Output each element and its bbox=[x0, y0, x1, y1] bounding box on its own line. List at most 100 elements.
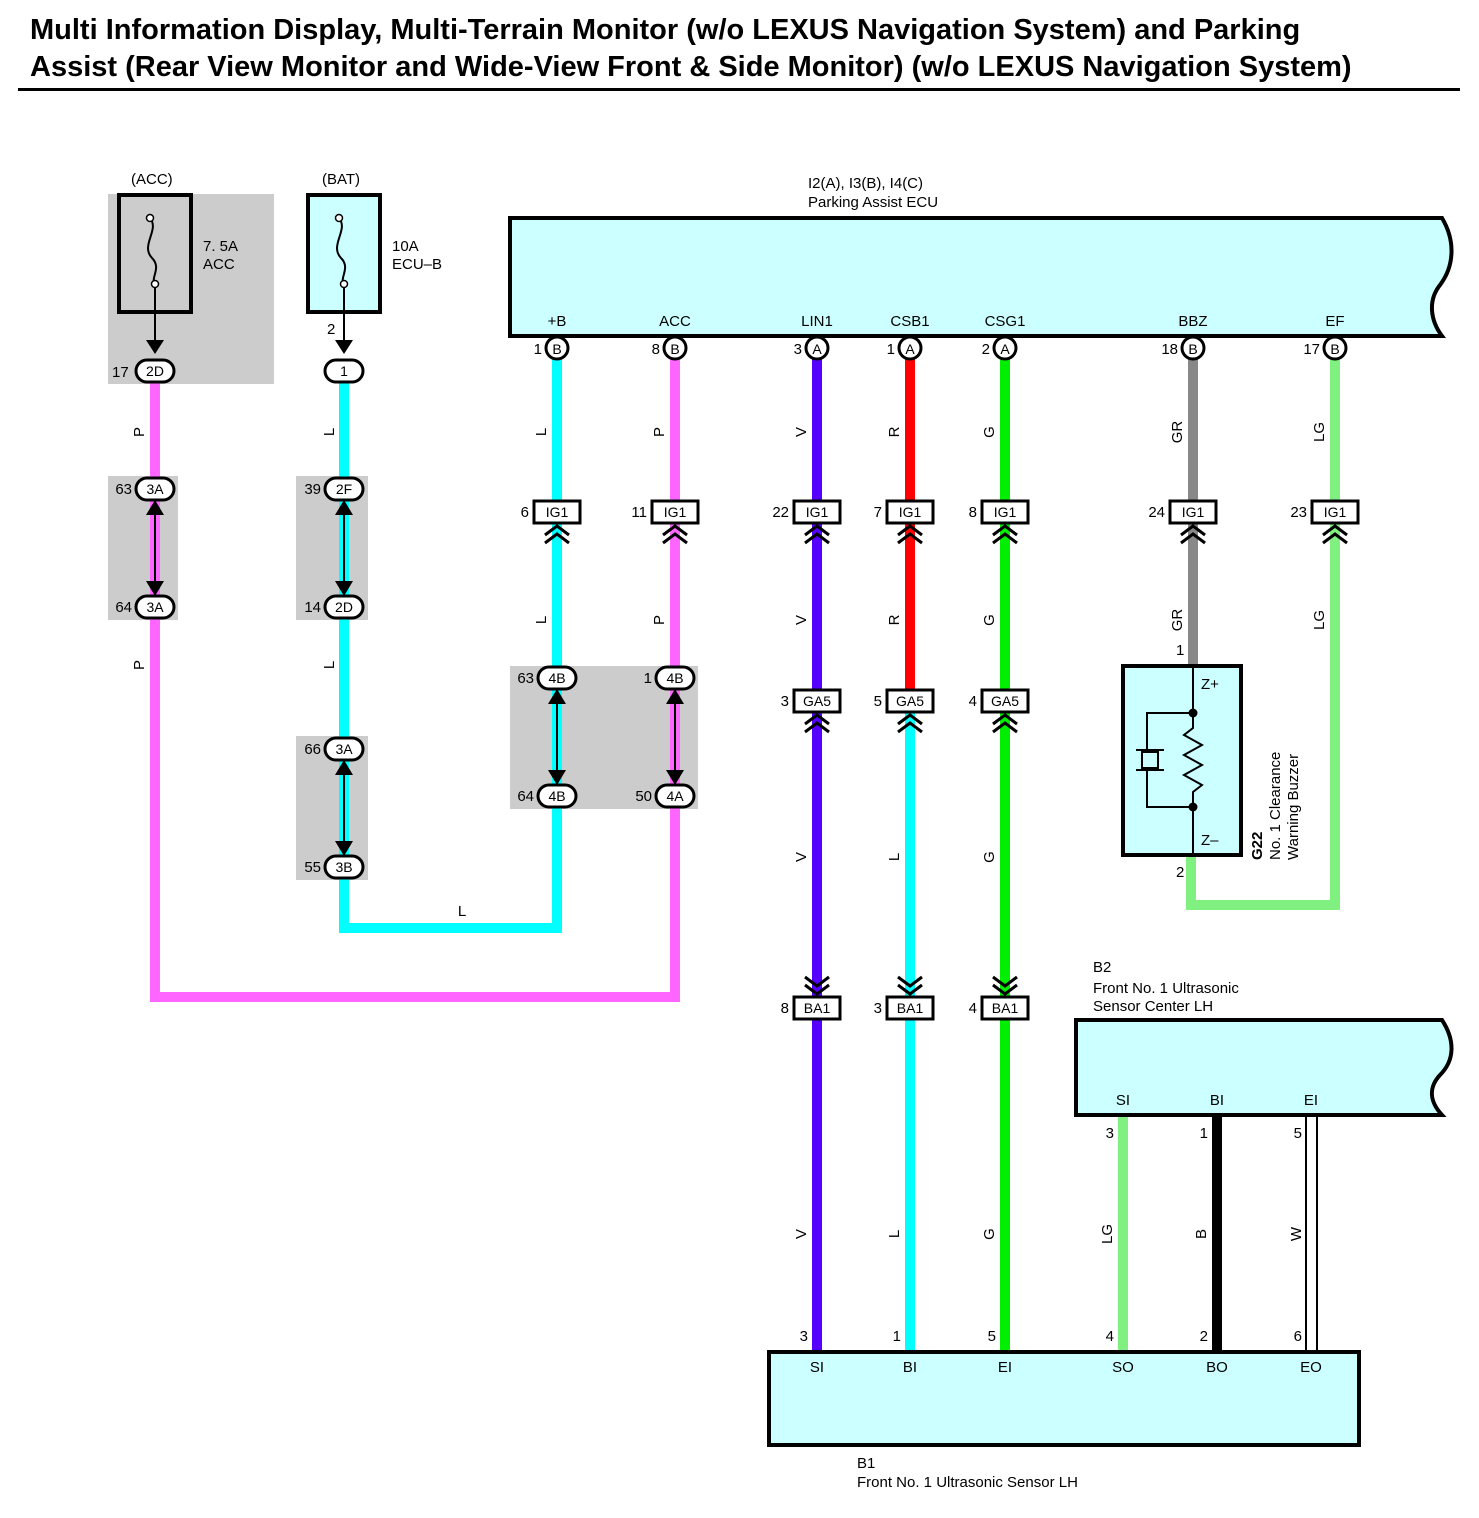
wire-label-v2: V bbox=[793, 615, 810, 625]
fuse-acc-terminal-bottom bbox=[150, 279, 160, 289]
inline-connector-body bbox=[1310, 499, 1360, 525]
chevron-up-icon bbox=[897, 713, 923, 726]
inline-connector-pin: 23 bbox=[1290, 504, 1307, 521]
wire-label-bi_b: B bbox=[1193, 1229, 1210, 1239]
buzzer-resistor-icon bbox=[1181, 713, 1205, 807]
wire-label-lg2: LG bbox=[1311, 610, 1328, 630]
junction-link-arrow-icon bbox=[548, 689, 566, 785]
sensor-b1-terminal-label: SI bbox=[810, 1359, 824, 1376]
ecu-terminal-circle bbox=[544, 335, 570, 361]
inline-connector-body bbox=[792, 499, 842, 525]
fuse-acc-arrow-icon bbox=[146, 340, 164, 354]
sensor-b1-terminal-pin: 5 bbox=[988, 1328, 996, 1345]
junction-pin: 64 bbox=[115, 599, 132, 616]
ecu-terminal-circle bbox=[1322, 335, 1348, 361]
buzzer-node-top bbox=[1188, 708, 1198, 718]
buzzer-box bbox=[1121, 664, 1243, 857]
fuse-acc-header: (ACC) bbox=[131, 171, 173, 188]
wire-ef-lg bbox=[1186, 350, 1340, 910]
junction-code: 4B bbox=[548, 788, 565, 804]
fuse-acc-element-icon bbox=[147, 217, 158, 285]
sensor-b2-terminal-pin: 1 bbox=[1200, 1125, 1208, 1142]
ecu-terminal-circle bbox=[897, 335, 923, 361]
wire-label-p2: P bbox=[131, 660, 148, 670]
inline-connector-pin: 11 bbox=[631, 504, 647, 521]
sensor-b1-terminal-label: BO bbox=[1206, 1359, 1228, 1376]
wire-label-b_l1: L bbox=[533, 428, 550, 436]
wire-label-v4: V bbox=[793, 1229, 810, 1239]
junction-link-head-down bbox=[666, 770, 684, 785]
sensor-b1-terminal-pin: 6 bbox=[1294, 1328, 1302, 1345]
junction-link-arrow-icon bbox=[335, 760, 353, 856]
sensor-b1-terminal-label: BI bbox=[903, 1359, 917, 1376]
inline-connector-code: IG1 bbox=[806, 504, 829, 520]
wire-label-gr2: GR bbox=[1169, 609, 1186, 632]
wire-label-v1: V bbox=[793, 427, 810, 437]
ecu-terminal-conn: B bbox=[552, 341, 561, 357]
junction-link-arrow-icon bbox=[335, 500, 353, 596]
sensor-b1-code: B1 bbox=[857, 1455, 875, 1472]
wire-label-g4: G bbox=[981, 1228, 998, 1240]
fuse-acc-connector-body bbox=[134, 358, 176, 384]
ecu-terminal-pin: 2 bbox=[982, 341, 990, 358]
ecu-terminal-label: CSB1 bbox=[890, 313, 929, 330]
junction-link-head-down bbox=[335, 581, 353, 596]
junction-code: 2F bbox=[336, 481, 352, 497]
ecu-terminal-pin: 3 bbox=[794, 341, 802, 358]
chevron-down-icon bbox=[897, 983, 923, 996]
junction-code: 3A bbox=[146, 481, 164, 497]
wire-label-r1: R bbox=[886, 426, 903, 437]
fuse-acc-pin: 17 bbox=[112, 364, 129, 381]
sensor-b1-terminal-label: SO bbox=[1112, 1359, 1134, 1376]
junction-pin: 50 bbox=[635, 788, 652, 805]
sensor-b1-terminal-eo: EO6 bbox=[1294, 1328, 1322, 1376]
inline-connector-code: IG1 bbox=[899, 504, 922, 520]
chevron-up-icon bbox=[1180, 524, 1206, 537]
junction-pin: 63 bbox=[517, 670, 534, 687]
fuse-bat-name: ECU–B bbox=[392, 256, 442, 273]
ecu-terminal-circle bbox=[992, 335, 1018, 361]
fuse-bat-rating: 10A bbox=[392, 238, 419, 255]
wire-label-si_lg: LG bbox=[1099, 1224, 1116, 1244]
fuse-bat-element-icon bbox=[336, 217, 347, 285]
wire-label-p1: P bbox=[131, 427, 148, 437]
buzzer-name1: No. 1 Clearance bbox=[1267, 752, 1284, 860]
inline-connector-pin: 8 bbox=[781, 1000, 789, 1017]
junction-code: 3A bbox=[335, 741, 353, 757]
chevron-up-icon bbox=[804, 713, 830, 726]
ecu-terminal-conn: A bbox=[905, 341, 915, 357]
chevron-up-icon bbox=[897, 524, 923, 537]
ecu-terminal-label: +B bbox=[548, 313, 567, 330]
junction-code: 3B bbox=[335, 859, 352, 875]
chevron-up-icon bbox=[897, 721, 923, 734]
chevron-up-icon bbox=[804, 524, 830, 537]
ecu-terminal-circle bbox=[804, 335, 830, 361]
fuse-bat-terminal-bottom bbox=[339, 279, 349, 289]
title-line-2: Assist (Rear View Monitor and Wide-View … bbox=[30, 51, 1352, 83]
sensor-b1-name: Front No. 1 Ultrasonic Sensor LH bbox=[857, 1474, 1078, 1491]
sensor-b2-terminal-label: SI bbox=[1116, 1092, 1130, 1109]
fuse-bat-connector-body bbox=[323, 358, 365, 384]
buzzer-zplus: Z+ bbox=[1201, 676, 1219, 693]
inline-connector-code: BA1 bbox=[992, 1000, 1019, 1016]
inline-connector-body bbox=[980, 688, 1030, 714]
fuse-bat-arrow-icon bbox=[335, 340, 353, 354]
fuse-acc-rating: 7. 5A bbox=[203, 238, 238, 255]
junction-pin: 14 bbox=[304, 599, 321, 616]
